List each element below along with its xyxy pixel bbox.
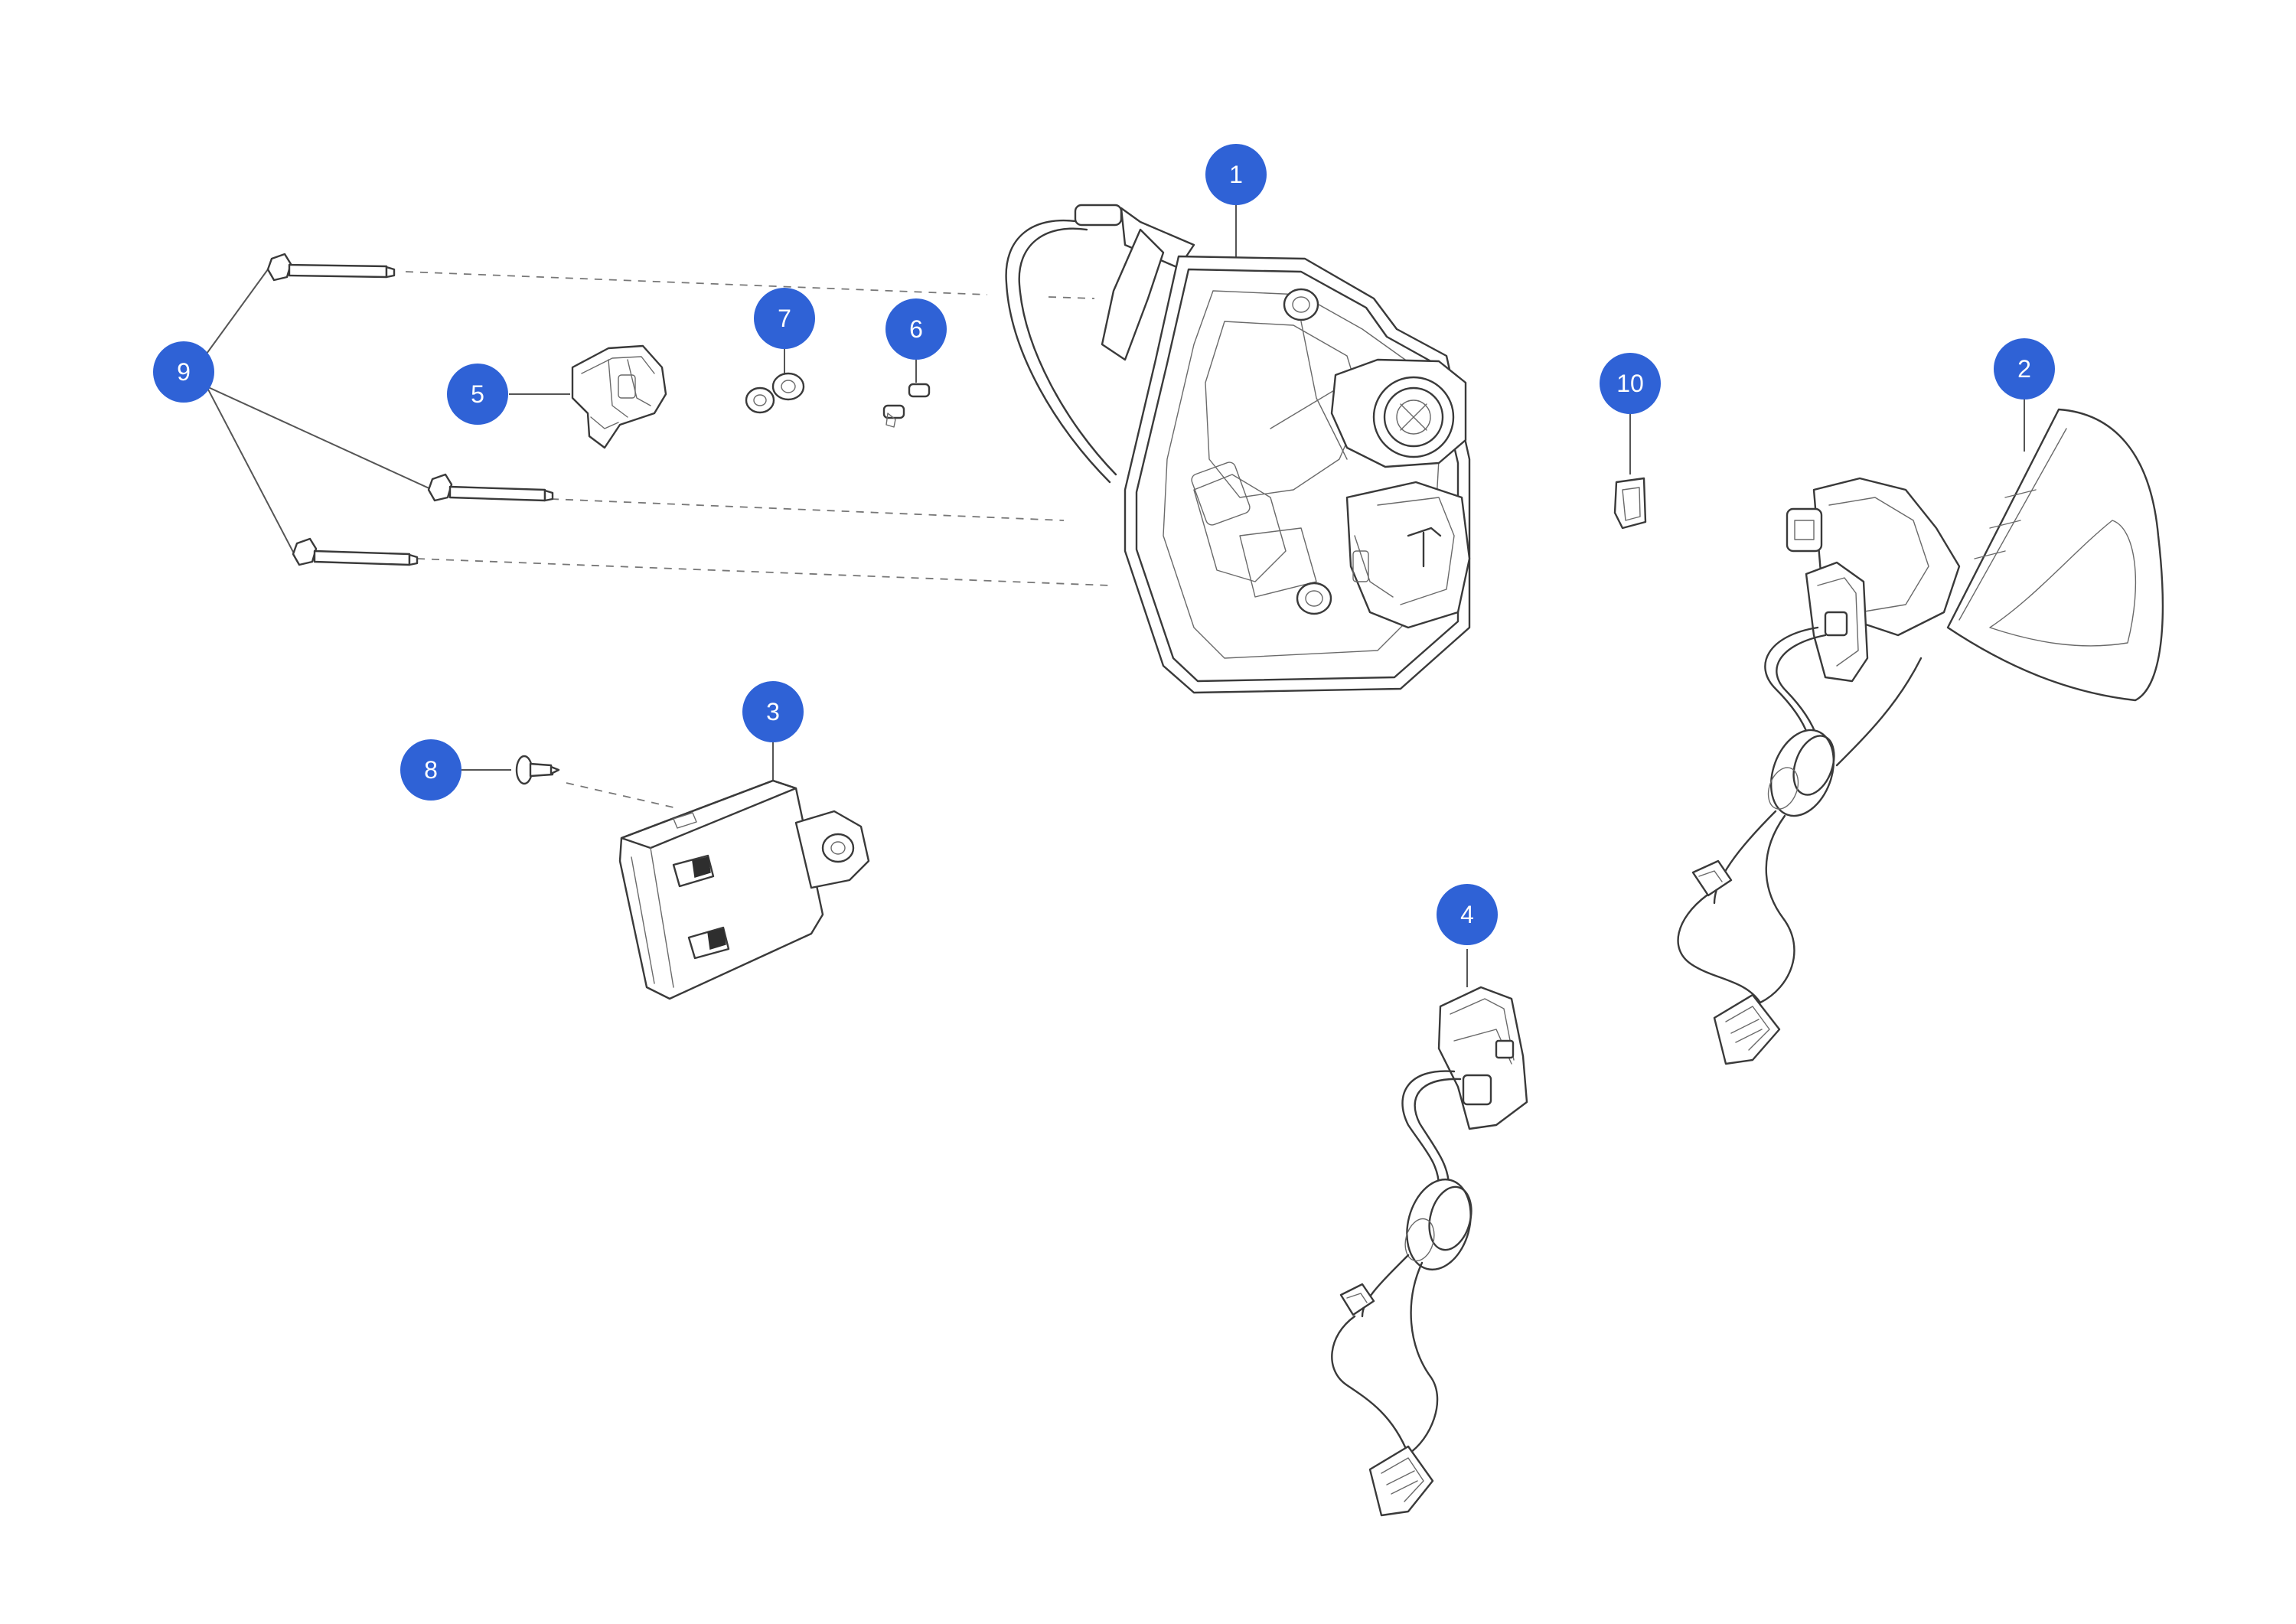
callout-label: 5 [471,380,484,408]
bolt-part-9-top [266,253,396,282]
callout-label: 3 [766,698,780,726]
callout-label: 7 [778,305,791,332]
callout-9: 9 [153,341,214,403]
callout-label: 6 [909,315,923,343]
nuts-part-7 [745,372,805,414]
callout-label: 8 [424,756,438,784]
screw-part-8 [515,755,560,785]
callout-3: 3 [742,681,804,742]
actuator-harness-part-4 [1331,986,1528,1517]
callout-label: 9 [177,358,191,386]
callout-1: 1 [1205,144,1267,205]
pad-part-10 [1613,477,1647,530]
bracket-part-5 [571,344,667,449]
callout-label: 2 [2017,355,2031,383]
callout-2: 2 [1994,338,2055,399]
charge-door-assembly-part-2 [1677,408,2164,1065]
bolt-part-9-bottom [292,537,419,566]
callout-label: 10 [1616,370,1644,397]
studs-part-6 [882,383,931,428]
callout-6: 6 [885,298,947,360]
callout-4: 4 [1437,884,1498,945]
callout-5: 5 [447,364,508,425]
callout-10: 10 [1600,353,1661,414]
callout-label: 1 [1229,161,1243,188]
bolt-part-9-middle [427,473,554,502]
alignment-lines [405,271,1110,808]
control-module-part-3 [618,779,870,1000]
callout-label: 4 [1460,901,1474,928]
callout-7: 7 [754,288,815,349]
charge-port-housing-part-1 [1005,204,1471,694]
callout-8: 8 [400,739,461,801]
leader-lines [206,203,2025,987]
